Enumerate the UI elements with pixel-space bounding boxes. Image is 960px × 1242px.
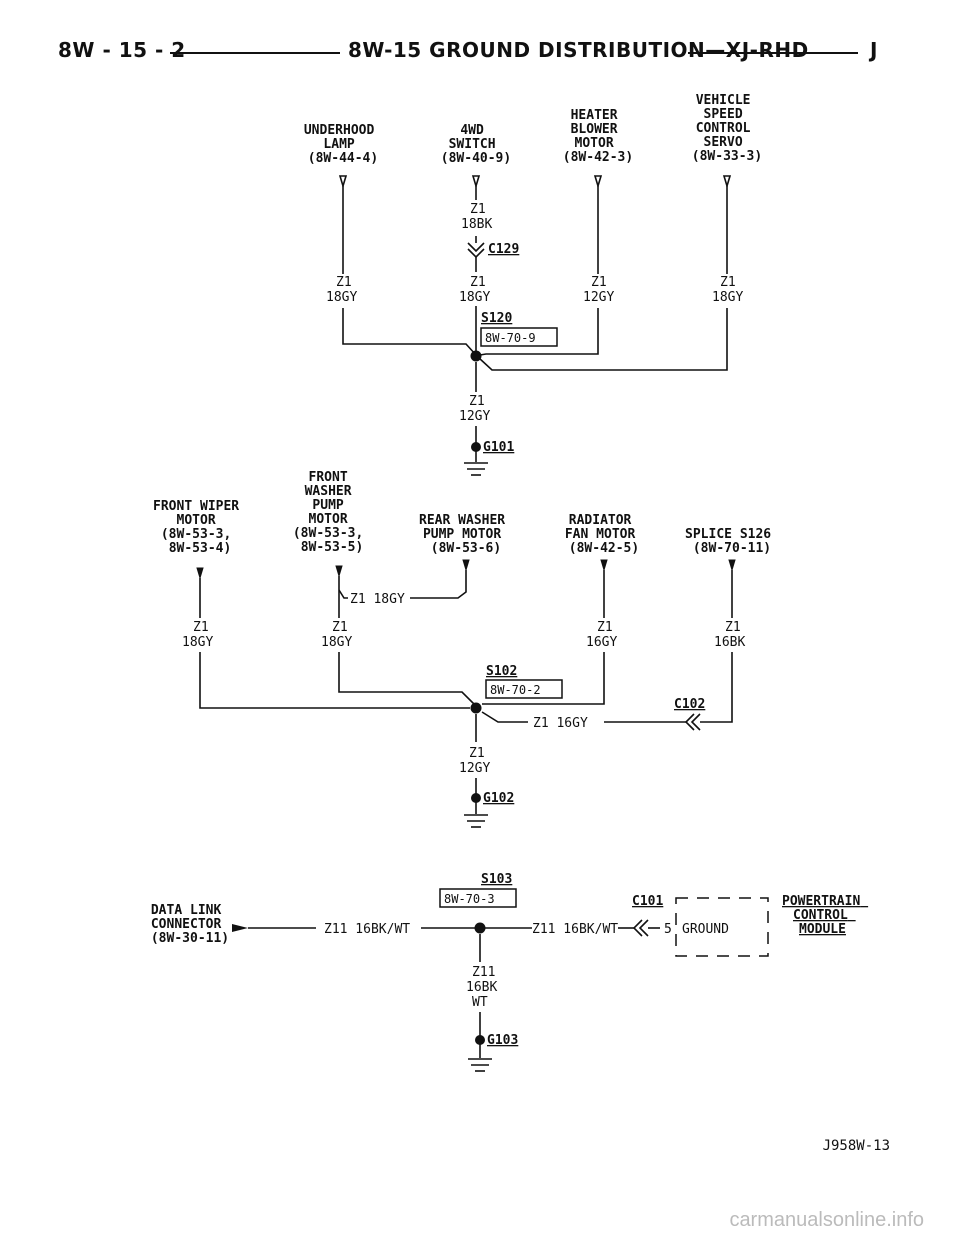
ground-g102-dot — [471, 793, 481, 803]
wire-gauge: 16BK — [466, 980, 497, 995]
wire-gauge: 18GY — [326, 290, 357, 305]
wire — [478, 308, 728, 371]
connector-c102: C102 — [674, 697, 705, 712]
ground-g103-dot — [475, 1035, 485, 1045]
pin-arrow — [338, 175, 348, 189]
pin-arrow — [471, 175, 481, 189]
component-speed-control-servo: VEHICLE SPEED CONTROL SERVO (8W-33-3) — [692, 93, 762, 164]
page-title: 8W-15 GROUND DISTRIBUTION—XJ-RHD — [348, 38, 809, 62]
splice-s103: S103 — [481, 872, 512, 887]
wire-gauge: 16BK — [714, 635, 745, 650]
ground-g101-dot — [471, 442, 481, 452]
splice-s120: S120 — [481, 311, 512, 326]
ground-g102: G102 — [483, 791, 514, 806]
component-powertrain-control-module: POWERTRAIN CONTROL MODULE — [782, 894, 868, 937]
wire — [481, 711, 528, 723]
wire-circuit: Z1 — [332, 620, 348, 635]
wire-color: WT — [472, 995, 488, 1010]
wire-gauge: 18GY — [321, 635, 352, 650]
connector-c129: C129 — [488, 242, 519, 257]
component-heater-blower-motor: HEATER BLOWER MOTOR (8W-42-3) — [563, 108, 633, 165]
pin-arrow — [593, 175, 603, 189]
splice-ref-box — [480, 327, 558, 347]
wire — [700, 652, 733, 723]
component-underhood-lamp: UNDERHOOD LAMP (8W-44-4) — [304, 123, 382, 166]
wire — [479, 308, 599, 356]
wire-circuit: Z1 — [193, 620, 209, 635]
splice-ref: 8W-70-2 — [490, 683, 541, 697]
ground-symbol — [468, 1058, 492, 1072]
wire — [410, 570, 467, 599]
wire-circuit: Z11 — [472, 965, 495, 980]
pin-number: 5 — [664, 922, 672, 937]
component-front-wiper-motor: FRONT WIPER MOTOR (8W-53-3, 8W-53-4) — [153, 499, 247, 556]
splice-s103-dot — [474, 922, 486, 934]
splice-s102: S102 — [486, 664, 517, 679]
wire-circuit: Z1 — [470, 275, 486, 290]
wire-circuit: Z1 — [336, 275, 352, 290]
wire-circuit: Z1 — [470, 202, 486, 217]
header-rule-left — [170, 52, 340, 54]
component-data-link-connector: DATA LINK CONNECTOR (8W-30-11) — [151, 903, 229, 946]
watermark: carmanualsonline.info — [729, 1209, 924, 1231]
pin-arrow — [462, 559, 470, 572]
ground-symbol — [464, 814, 488, 828]
splice-s120-dot — [470, 350, 482, 362]
wire-circuit: Z1 — [591, 275, 607, 290]
wire-gauge: 18GY — [182, 635, 213, 650]
page-number: 8W - 15 - 2 — [58, 38, 186, 62]
pin-arrow — [196, 567, 204, 580]
component-splice-s126: SPLICE S126 (8W-70-11) — [685, 527, 779, 556]
wire-circuit: Z1 — [469, 394, 485, 409]
wire — [338, 652, 477, 707]
wire-c102: Z1 16GY — [533, 716, 588, 731]
wire-circuit: Z1 — [469, 746, 485, 761]
wire-gauge: 12GY — [583, 290, 614, 305]
component-rear-washer-pump-motor: REAR WASHER PUMP MOTOR (8W-53-6) — [419, 513, 513, 556]
wire-circuit: Z1 — [725, 620, 741, 635]
connector-arrow — [232, 924, 248, 932]
ground-g103: G103 — [487, 1033, 518, 1048]
pin-arrow — [728, 559, 736, 572]
vehicle-code: J — [870, 38, 878, 62]
connector-c129-symbol — [467, 242, 485, 259]
pin-arrow — [335, 565, 343, 578]
wire — [342, 308, 477, 356]
wire-gauge: 18BK — [461, 217, 492, 232]
wire — [482, 652, 605, 705]
pcm-dashed-box — [675, 897, 769, 957]
wire-circuit: Z1 — [720, 275, 736, 290]
pin-arrow — [600, 559, 608, 572]
connector-c102-symbol — [684, 713, 701, 731]
wire-gauge: 16GY — [586, 635, 617, 650]
wire — [338, 589, 348, 599]
pin-name: GROUND — [682, 922, 729, 937]
header-rule-right — [688, 52, 858, 54]
wire-right: Z11 16BK/WT — [532, 922, 618, 937]
splice-ref-box — [485, 679, 563, 699]
connector-c101: C101 — [632, 894, 663, 909]
ground-g101: G101 — [483, 440, 514, 455]
wire-gauge: 18GY — [459, 290, 490, 305]
wire-left: Z11 16BK/WT — [324, 922, 410, 937]
splice-ref: 8W-70-3 — [444, 892, 495, 906]
splice-s102-dot — [470, 702, 482, 714]
ground-symbol — [464, 462, 488, 476]
figure-code: J958W-13 — [822, 1138, 890, 1154]
splice-ref: 8W-70-9 — [485, 331, 536, 345]
wire-gauge: 12GY — [459, 761, 490, 776]
wire-gauge: 12GY — [459, 409, 490, 424]
splice-ref-box — [439, 888, 517, 908]
wire-circuit: Z1 — [597, 620, 613, 635]
wire — [199, 652, 470, 709]
pin-arrow — [722, 175, 732, 189]
component-radiator-fan-motor: RADIATOR FAN MOTOR (8W-42-5) — [565, 513, 643, 556]
component-front-washer-pump-motor: FRONT WASHER PUMP MOTOR (8W-53-3, 8W-53-… — [293, 470, 371, 555]
component-4wd-switch: 4WD SWITCH (8W-40-9) — [441, 123, 511, 166]
wire-rear-washer: Z1 18GY — [350, 592, 405, 607]
wire-gauge: 18GY — [712, 290, 743, 305]
connector-c101-symbol — [632, 919, 649, 937]
